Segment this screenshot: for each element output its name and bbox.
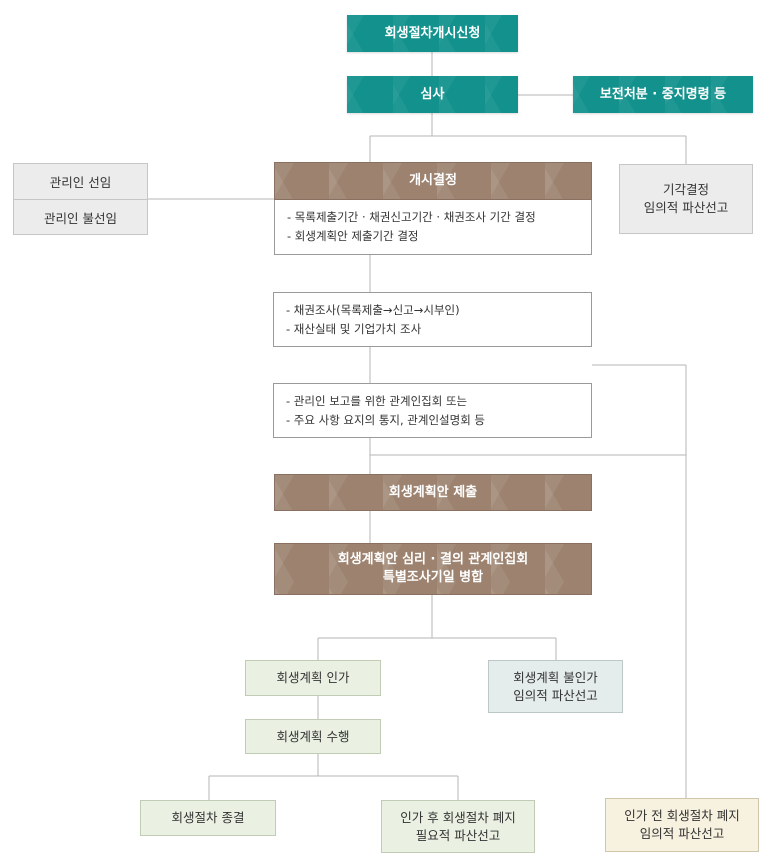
manager-not-appoint-label: 관리인 불선임: [44, 211, 117, 226]
creditors-meeting-box: - 관리인 보고를 위한 관계인집회 또는 - 주요 사항 요지의 통지, 관계…: [273, 383, 592, 438]
filing-label: 회생절차개시신청: [384, 25, 481, 41]
termination-label: 회생절차 종결: [171, 810, 245, 825]
creditors-meeting-line: - 주요 사항 요지의 통지, 관계인설명회 등: [286, 412, 486, 427]
manager-box: 관리인 선임 관리인 불선임: [13, 163, 148, 235]
abolition-after-box: 인가 후 회생절차 폐지 필요적 파산선고: [381, 800, 535, 853]
review-label: 심사: [420, 86, 445, 102]
plan-hearing-box: 회생계획안 심리 · 결의 관계인집회 특별조사기일 병합: [274, 543, 592, 595]
filing-box: 회생절차개시신청: [347, 15, 518, 52]
commencement-note: - 목록제출기간 · 채권신고기간 · 채권조사 기간 결정: [287, 210, 536, 224]
creditors-meeting-line: - 관리인 보고를 위한 관계인집회 또는: [286, 393, 468, 408]
preservation-label: 보전처분 · 중지명령 등: [599, 86, 727, 102]
claim-investigation-line: - 채권조사(목록제출→신고→시부인): [286, 302, 460, 317]
abolition-after-line: 인가 후 회생절차 폐지: [400, 809, 516, 825]
termination-box: 회생절차 종결: [140, 800, 276, 836]
review-box: 심사: [347, 76, 518, 113]
commencement-notes: - 목록제출기간 · 채권신고기간 · 채권조사 기간 결정 - 회생계획안 제…: [274, 200, 592, 255]
manager-divider: [14, 199, 147, 200]
claim-investigation-box: - 채권조사(목록제출→신고→시부인) - 재산실태 및 기업가치 조사: [273, 292, 592, 347]
plan-execution-box: 회생계획 수행: [245, 719, 381, 754]
abolition-before-line: 임의적 파산선고: [639, 826, 725, 841]
abolition-before-line: 인가 전 회생절차 폐지: [624, 808, 740, 823]
preservation-box: 보전처분 · 중지명령 등: [573, 76, 753, 113]
plan-hearing-line: 회생계획안 심리 · 결의 관계인집회: [337, 552, 529, 567]
dismissal-box: 기각결정 임의적 파산선고: [619, 164, 753, 234]
commencement-box: 개시결정: [274, 162, 592, 200]
dismissal-line: 기각결정: [662, 182, 709, 197]
commencement-label: 개시결정: [409, 173, 457, 188]
plan-hearing-line: 특별조사기일 병합: [382, 570, 484, 585]
plan-approved-label: 회생계획 인가: [276, 670, 350, 685]
claim-investigation-line: - 재산실태 및 기업가치 조사: [286, 321, 422, 336]
plan-submission-label: 회생계획안 제출: [388, 484, 478, 500]
plan-rejected-line: 회생계획 불인가: [513, 669, 598, 685]
plan-submission-box: 회생계획안 제출: [274, 474, 592, 511]
commencement-note: - 회생계획안 제출기간 결정: [287, 229, 419, 243]
dismissal-line: 임의적 파산선고: [643, 200, 729, 215]
abolition-after-line: 필요적 파산선고: [415, 827, 501, 843]
manager-appoint-label: 관리인 선임: [49, 175, 112, 190]
plan-rejected-box: 회생계획 불인가 임의적 파산선고: [488, 660, 623, 713]
plan-execution-label: 회생계획 수행: [276, 728, 350, 744]
plan-approved-box: 회생계획 인가: [245, 660, 381, 696]
plan-rejected-line: 임의적 파산선고: [513, 687, 598, 703]
abolition-before-box: 인가 전 회생절차 폐지 임의적 파산선고: [605, 798, 759, 852]
